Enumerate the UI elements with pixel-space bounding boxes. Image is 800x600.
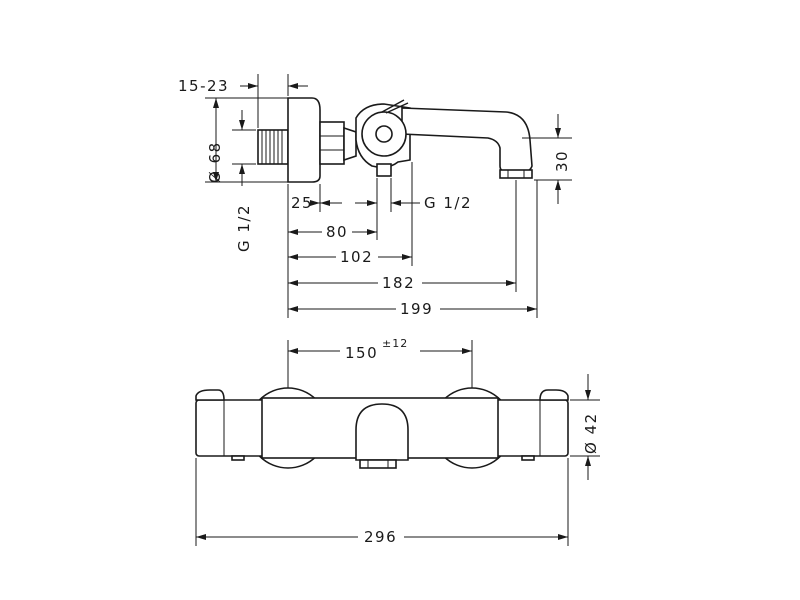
dim-80-label: 80 <box>326 223 348 241</box>
dim-102-label: 102 <box>340 248 373 266</box>
left-handle <box>195 389 225 401</box>
outlet-connector <box>376 163 392 177</box>
spout-front <box>355 403 409 461</box>
dim-outlet-thread-label: G 1/2 <box>424 194 472 212</box>
hex-nut <box>319 121 357 165</box>
diverter-handle <box>361 99 409 157</box>
dim-80: 80 <box>288 212 378 241</box>
dim-outlet-thread: G 1/2 <box>355 178 472 212</box>
side-view: 15-23 Ø 68 G 1/2 25 <box>178 74 572 318</box>
dim-102: 102 <box>288 162 413 266</box>
inlet-connector <box>257 129 289 165</box>
dim-wall-disc-diameter: Ø 68 <box>205 97 288 183</box>
dim-spout-height-label: 30 <box>553 150 571 172</box>
spout <box>401 107 533 173</box>
dim-inlet-thread-label: G 1/2 <box>235 204 253 252</box>
dim-overall-width: 296 <box>195 458 569 546</box>
dim-spout-height: 30 <box>522 114 572 204</box>
dim-182-label: 182 <box>382 274 415 292</box>
dim-body-offset-label: 25 <box>291 194 313 212</box>
wall-disc <box>287 97 321 183</box>
dim-wall-disc-diameter-label: Ø 68 <box>206 141 224 183</box>
dim-centers-tolerance: ±12 <box>382 337 408 350</box>
dim-centers-label: 150 <box>345 344 378 362</box>
dim-199: 199 <box>288 180 538 318</box>
dim-overall-width-label: 296 <box>364 528 397 546</box>
dim-centers: 150 ±12 <box>287 337 473 388</box>
dim-connector-depth-label: 15-23 <box>178 77 229 95</box>
right-handle <box>539 389 569 401</box>
dim-body-offset: 25 <box>291 184 342 212</box>
dim-body-diameter-label: Ø 42 <box>582 412 600 454</box>
spout-front-aerator <box>359 459 397 469</box>
dim-body-diameter: Ø 42 <box>570 374 600 480</box>
dim-199-label: 199 <box>400 300 433 318</box>
spout-aerator <box>499 169 533 179</box>
front-view: 150 ±12 Ø 42 296 <box>195 337 600 546</box>
dim-182: 182 <box>288 180 517 292</box>
dim-connector-depth: 15-23 <box>178 74 308 128</box>
dim-inlet-thread: G 1/2 <box>232 110 256 252</box>
